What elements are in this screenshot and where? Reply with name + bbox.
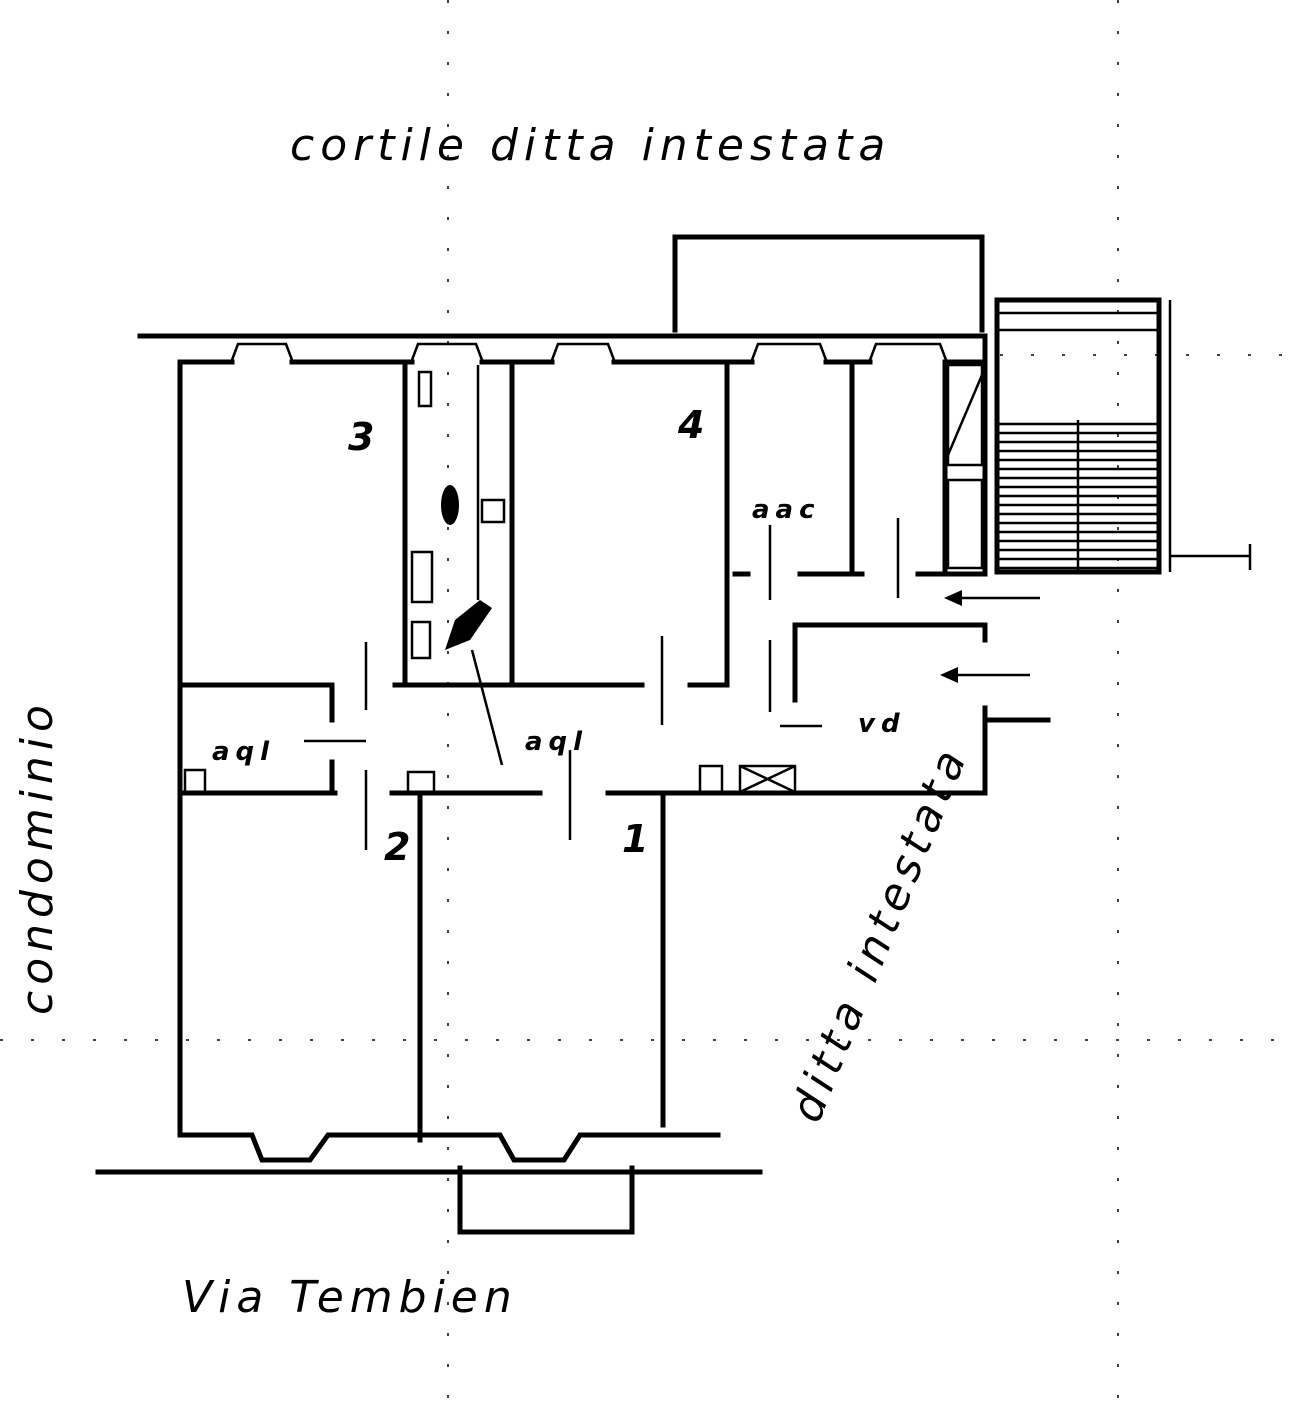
right-neighbor-label: ditta intestata (781, 738, 979, 1129)
vestibule-walls (792, 622, 1051, 796)
street-label: Via Tembien (182, 1272, 518, 1323)
annotation-disimpegno-right: aac (752, 495, 821, 525)
room-number-3: 3 (348, 415, 380, 459)
wall-bottom-inner (177, 1132, 721, 1163)
entry-arrows (940, 544, 1252, 683)
balcony-bottom (457, 1165, 635, 1235)
room-number-4: 4 (677, 403, 710, 447)
staircase (994, 297, 1172, 575)
left-neighbor-label: condominio (12, 699, 63, 1015)
closet-hatch (946, 363, 984, 570)
courtyard-label: cortile ditta intestata (290, 120, 891, 171)
annotation-disimpegno-left: aql (212, 737, 275, 767)
bathroom-fixtures (410, 365, 506, 766)
room-number-1: 1 (622, 817, 654, 861)
windows-top (230, 342, 948, 361)
wall-corridor-top (177, 571, 988, 688)
corridor-fixtures (183, 764, 797, 794)
annotation-disimpegno-mid: aql (525, 727, 588, 757)
door-jambs (304, 518, 900, 850)
room-number-2: 2 (384, 825, 416, 869)
annotation-vestibolo: vd (858, 709, 906, 739)
balcony-top (672, 234, 985, 333)
